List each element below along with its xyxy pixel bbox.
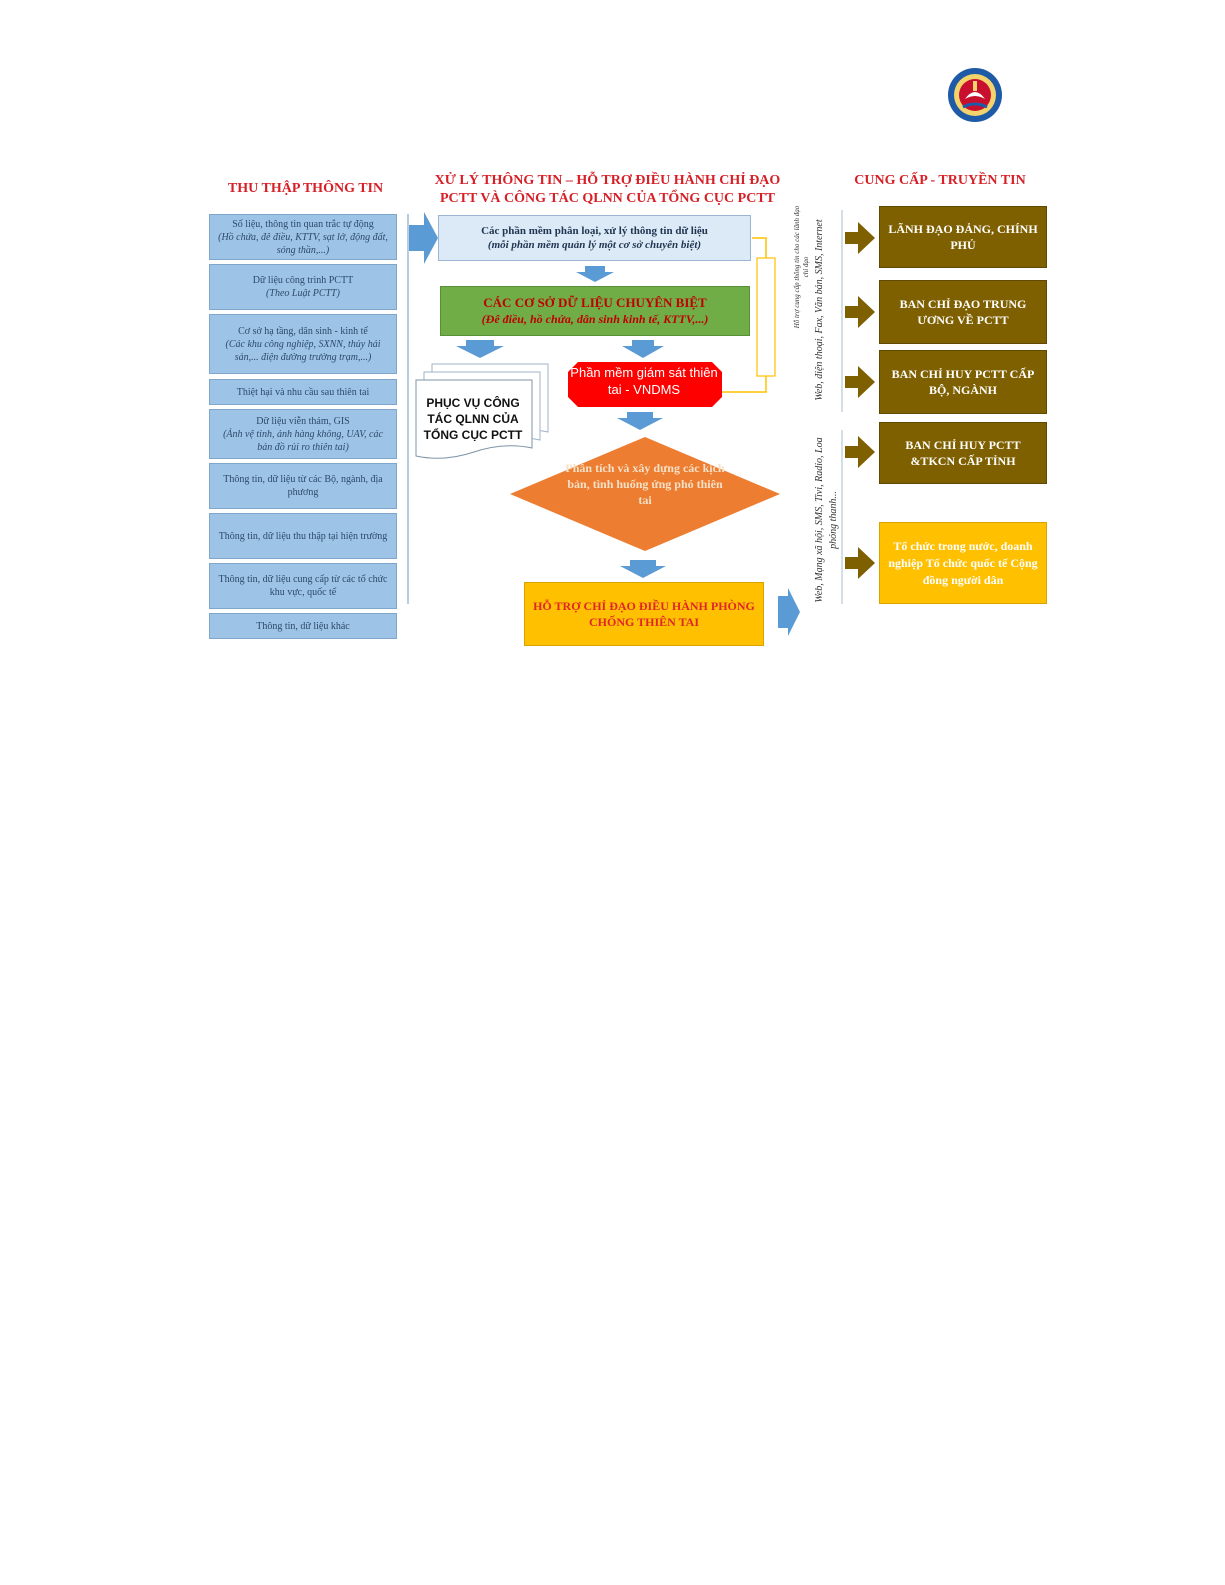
output-box-party-government: LÃNH ĐẠO ĐẢNG, CHÍNH PHỦ — [879, 206, 1047, 268]
database-title: CÁC CƠ SỞ DỮ LIỆU CHUYÊN BIỆT — [483, 295, 707, 310]
input-title: Dữ liệu công trình PCTT — [252, 275, 354, 286]
software-subtitle: (mỗi phần mềm quản lý một cơ sở chuyên b… — [487, 239, 702, 251]
input-subtitle: (Theo Luật PCTT) — [266, 288, 340, 299]
input-box-remote-sensing: Dữ liệu viễn thám, GIS (Ảnh vệ tinh, ảnh… — [209, 409, 397, 459]
arrow-right-icon — [778, 588, 800, 636]
input-title: Dữ liệu viễn thám, GIS — [256, 415, 350, 427]
document-stack-icon — [415, 363, 549, 459]
arrow-down-icon — [620, 560, 666, 578]
feedback-note: Hỗ trợ cung cấp thông tin cho các lãnh đ… — [793, 205, 810, 329]
analysis-diamond — [510, 437, 780, 551]
input-subtitle: (Các khu công nghiệp, SXNN, thủy hải sản… — [225, 338, 381, 363]
analysis-label: Phân tích và xây dựng các kịch bản, tình… — [565, 461, 725, 507]
arrow-right-icon — [845, 296, 875, 328]
input-divider — [407, 214, 409, 604]
output-box-ministry-command: BAN CHỈ HUY PCTT CẤP BỘ, NGÀNH — [879, 350, 1047, 414]
database-subtitle: (Đê điều, hồ chứa, dân sinh kinh tế, KTT… — [481, 312, 709, 326]
input-box-ministries: Thông tin, dữ liệu từ các Bộ, ngành, địa… — [209, 463, 397, 509]
input-box-infrastructure: Cơ sở hạ tầng, dân sinh - kinh tế (Các k… — [209, 314, 397, 374]
input-box-monitoring: Số liệu, thông tin quan trắc tự động (Hồ… — [209, 214, 397, 260]
deliver-column-title: CUNG CẤP - TRUYỀN TIN — [854, 173, 1026, 188]
input-box-international: Thông tin, dữ liệu cung cấp từ các tổ ch… — [209, 563, 397, 609]
input-title: Số liệu, thông tin quan trắc tự động — [232, 218, 374, 230]
processing-software-box: Các phần mềm phân loại, xử lý thông tin … — [438, 215, 751, 261]
output-box-central-committee: BAN CHỈ ĐẠO TRUNG ƯƠNG VỀ PCTT — [879, 280, 1047, 344]
arrow-down-icon — [456, 340, 504, 358]
process-column-title: XỬ LÝ THÔNG TIN – HỖ TRỢ ĐIỀU HÀNH CHỈ Đ… — [434, 173, 781, 206]
vndms-label: Phần mềm giám sát thiên tai - VNDMS — [570, 365, 718, 397]
arrow-down-icon — [617, 412, 663, 430]
arrow-right-icon — [845, 547, 875, 579]
arrow-right-icon — [845, 366, 875, 398]
flow-graphics — [409, 210, 875, 636]
channels-top-text: Web, điện thoại, Fax, Văn bản, SMS, Inte… — [814, 219, 825, 401]
organization-logo — [948, 68, 1002, 122]
input-title: Thiệt hại và nhu cầu sau thiên tai — [236, 386, 370, 398]
output-box-organizations: Tổ chức trong nước, doanh nghiệp Tổ chức… — [879, 522, 1047, 604]
input-title: Thông tin, dữ liệu từ các Bộ, ngành, địa… — [223, 474, 383, 498]
arrow-down-icon — [622, 340, 664, 358]
software-title: Các phần mềm phân loại, xử lý thông tin … — [481, 225, 708, 237]
input-box-works: Dữ liệu công trình PCTT (Theo Luật PCTT) — [209, 264, 397, 310]
arrow-right-icon — [845, 222, 875, 254]
input-box-damage: Thiệt hại và nhu cầu sau thiên tai — [209, 379, 397, 405]
input-title: Thông tin, dữ liệu khác — [256, 620, 350, 632]
database-box: CÁC CƠ SỞ DỮ LIỆU CHUYÊN BIỆT (Đê điều, … — [440, 286, 750, 336]
input-title: Thông tin, dữ liệu thu thập tại hiện trư… — [218, 530, 388, 542]
arrow-right-icon — [845, 436, 875, 468]
input-title: Thông tin, dữ liệu cung cấp từ các tổ ch… — [218, 574, 388, 598]
input-box-field: Thông tin, dữ liệu thu thập tại hiện trư… — [209, 513, 397, 559]
collect-column-title: THU THẬP THÔNG TIN — [227, 181, 384, 196]
input-title: Cơ sở hạ tầng, dân sinh - kinh tế — [238, 325, 368, 337]
support-command-box: HỖ TRỢ CHỈ ĐẠO ĐIỀU HÀNH PHÒNG CHỐNG THI… — [524, 582, 764, 646]
arrow-right-icon — [409, 212, 438, 264]
serve-management-text: PHỤC VỤ CÔNG TÁC QLNN CỦA TỔNG CỤC PCTT — [423, 396, 523, 442]
input-subtitle: (Hồ chứa, đê điều, KTTV, sạt lở, động đấ… — [218, 231, 388, 256]
channels-bottom-text: Web, Mạng xã hội, SMS, Tivi, Radio, Loa … — [814, 437, 839, 603]
output-box-provincial-command: BAN CHỈ HUY PCTT &TKCN CẤP TỈNH — [879, 422, 1047, 484]
input-box-other: Thông tin, dữ liệu khác — [209, 613, 397, 639]
arrow-down-icon — [576, 266, 614, 282]
vndms-shape — [568, 362, 722, 407]
input-subtitle: (Ảnh vệ tinh, ảnh hàng không, UAV, các b… — [223, 428, 383, 453]
